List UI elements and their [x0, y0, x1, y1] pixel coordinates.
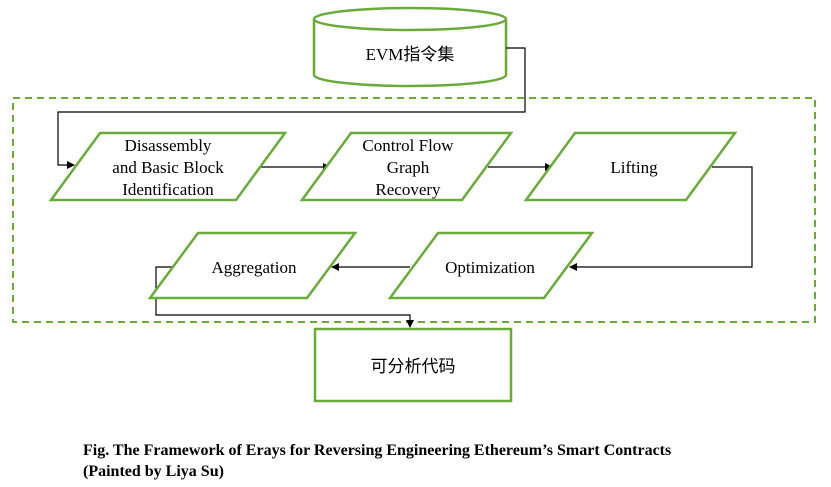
optimization-label: Optimization	[445, 258, 535, 277]
connector-lifting-to-optimization	[569, 166, 753, 271]
svg-text:Lifting: Lifting	[610, 158, 658, 177]
svg-text:Optimization: Optimization	[445, 258, 535, 277]
cfg-label-line-3: Recovery	[375, 180, 441, 199]
disassembly-label-line-3: Identification	[122, 180, 214, 199]
evm-instruction-set-node: EVM指令集	[312, 6, 508, 88]
lifting-node: Lifting	[523, 131, 738, 202]
cfg-label-line-1: Control Flow	[362, 136, 454, 155]
svg-text:Aggregation: Aggregation	[212, 258, 297, 277]
caption-line-2: (Painted by Liya Su)	[83, 463, 224, 480]
caption-line-1: Fig. The Framework of Erays for Reversin…	[83, 442, 672, 459]
connector-aggregation-to-output	[155, 266, 414, 328]
control-flow-graph-node: Control Flow Graph Recovery	[299, 131, 514, 202]
svg-text:Graph: Graph	[387, 158, 430, 177]
analyzable-code-node: 可分析代码	[313, 327, 513, 403]
optimization-node: Optimization	[387, 231, 595, 300]
evm-instruction-set-label: EVM指令集	[366, 45, 455, 64]
disassembly-label-line-1: Disassembly	[125, 136, 212, 155]
disassembly-node: Disassembly and Basic Block Identificati…	[48, 131, 288, 202]
analyzable-code-label: 可分析代码	[371, 357, 456, 376]
svg-text:Control Flow: Control Flow	[362, 136, 454, 155]
figure-caption: Fig. The Framework of Erays for Reversin…	[83, 440, 823, 482]
svg-text:Recovery: Recovery	[375, 180, 441, 199]
svg-text:and Basic Block: and Basic Block	[112, 158, 224, 177]
aggregation-label: Aggregation	[212, 258, 297, 277]
cfg-label-line-2: Graph	[387, 158, 430, 177]
lifting-label: Lifting	[610, 158, 658, 177]
aggregation-node: Aggregation	[147, 231, 358, 300]
framework-boundary	[12, 97, 816, 323]
framework-diagram: EVM指令集 Disassembly and Basic Block Ident…	[12, 6, 816, 403]
connector-evm-to-disassembly	[57, 47, 526, 169]
svg-text:Identification: Identification	[122, 180, 214, 199]
disassembly-label-line-2: and Basic Block	[112, 158, 224, 177]
svg-text:Disassembly: Disassembly	[125, 136, 212, 155]
